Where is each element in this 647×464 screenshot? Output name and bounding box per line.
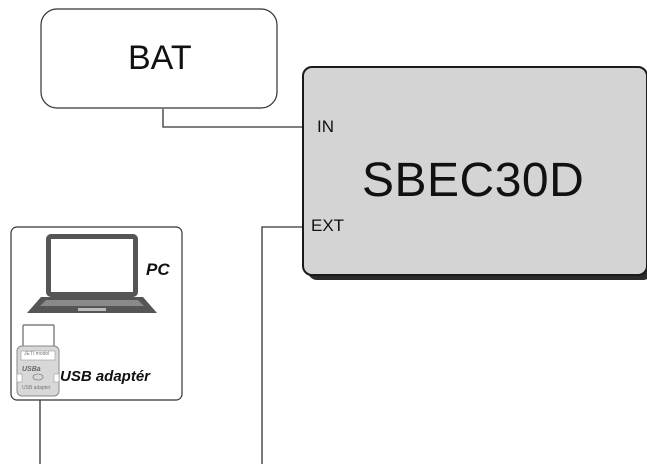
usb-adapter-label: USB adaptér <box>60 368 151 385</box>
wire-bat-to-in <box>162 109 305 128</box>
battery-label: BAT <box>128 39 192 77</box>
wire-ext-down <box>261 226 305 464</box>
pc-label: PC <box>146 260 170 279</box>
usb-adapter-sub-text: USB adapter <box>22 385 51 391</box>
battery-box <box>40 8 278 109</box>
usb-adapter-logo-text: USBa <box>22 366 41 373</box>
controller-name: SBEC30D <box>362 154 585 207</box>
port-ext-label: EXT <box>311 216 345 235</box>
usb-adapter-icon <box>16 324 60 397</box>
port-in-label: IN <box>317 117 334 136</box>
laptop-icon <box>27 234 157 313</box>
usb-adapter-brand-text: JETI model <box>24 351 50 357</box>
controller-box <box>302 66 647 276</box>
